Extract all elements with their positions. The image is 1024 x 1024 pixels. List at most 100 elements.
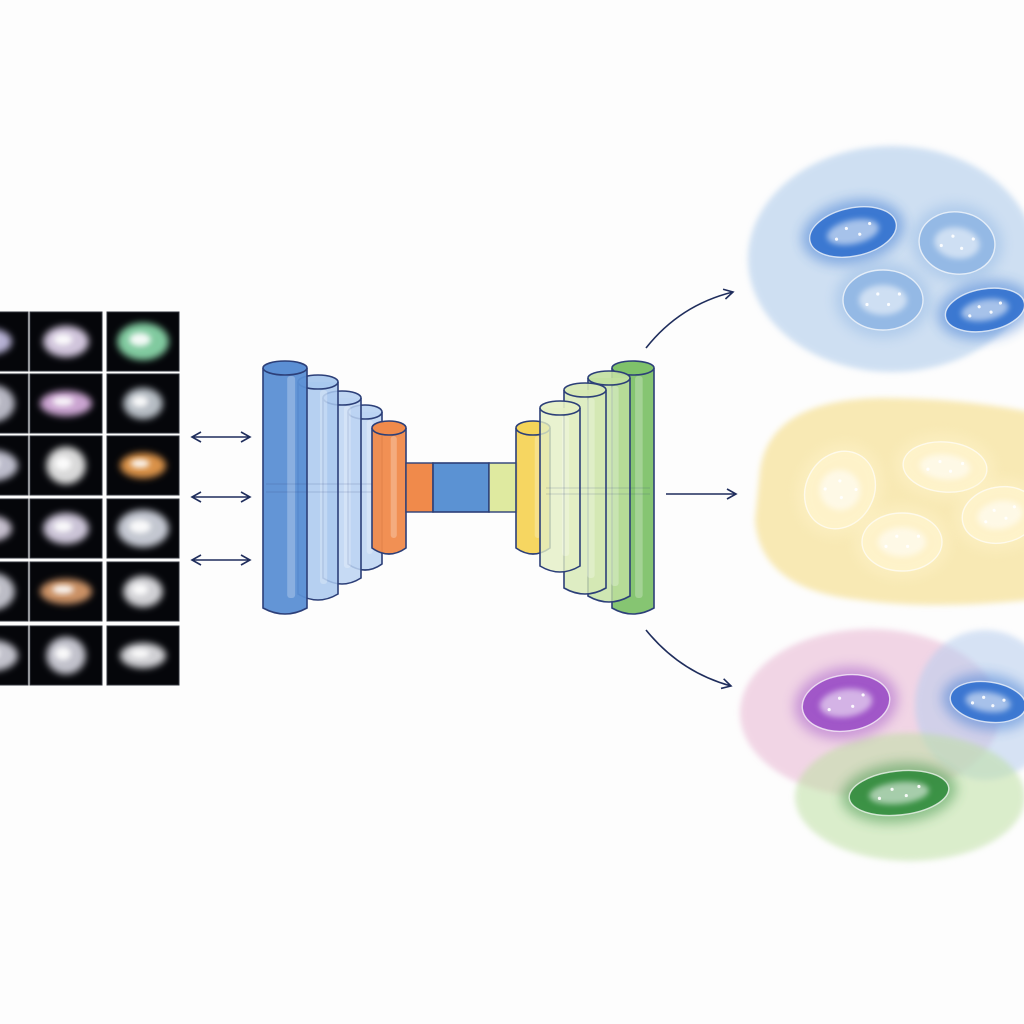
cluster-blue	[748, 146, 1024, 372]
image-tile	[29, 311, 103, 372]
cluster-yellow	[755, 398, 1024, 605]
cell-nucleus	[961, 298, 1009, 322]
cylinder-shine	[343, 406, 351, 568]
cell-nucleus	[859, 285, 907, 315]
cylinder-shine	[562, 416, 570, 556]
output-clusters	[740, 146, 1024, 861]
cell-body	[0, 642, 16, 669]
image-tile	[0, 435, 29, 496]
cylinder-shine	[635, 376, 643, 598]
cell-speck	[876, 292, 880, 296]
cell-highlight	[52, 585, 74, 594]
cell-nucleus	[919, 454, 971, 480]
cell-speck	[960, 461, 965, 466]
cell-speck	[989, 310, 993, 314]
cell-speck	[998, 301, 1003, 305]
cluster-cell	[801, 198, 905, 266]
cell-speck	[884, 544, 888, 548]
image-tile	[0, 498, 29, 559]
cell-speck	[834, 237, 839, 241]
cluster-cell	[911, 203, 1003, 283]
image-tile	[29, 435, 103, 496]
cell-speck	[982, 695, 986, 699]
input-image-grid	[0, 311, 180, 686]
arrow-to-mixed-cluster	[645, 629, 733, 690]
cell-speck	[895, 534, 899, 538]
cell-highlight	[130, 459, 150, 468]
cylinder-top	[262, 360, 308, 376]
cell-speck	[951, 234, 955, 238]
cell-highlight	[53, 333, 73, 346]
image-tile	[106, 435, 180, 496]
cell-nucleus	[965, 691, 1011, 713]
cell-speck	[970, 701, 975, 705]
cell-highlight	[54, 646, 72, 661]
cell-highlight	[129, 332, 151, 347]
cell-speck	[854, 487, 858, 492]
cell-speck	[926, 467, 930, 471]
cluster-cell	[841, 762, 957, 824]
cylinder-shine	[611, 386, 619, 586]
encoder	[262, 360, 383, 615]
cell-speck	[938, 459, 942, 464]
decoder	[539, 360, 655, 615]
cell-body	[0, 518, 10, 539]
cell-speck	[897, 292, 902, 296]
cell-speck	[948, 469, 953, 473]
cell-speck	[877, 796, 882, 800]
image-tile	[0, 373, 29, 434]
cylinder-body	[371, 428, 407, 555]
image-tile	[29, 498, 103, 559]
cell-speck	[868, 221, 872, 226]
latent-code	[432, 462, 490, 513]
input-arrows	[190, 431, 252, 566]
cell-highlight	[52, 397, 74, 406]
cell-nucleus	[934, 227, 980, 259]
cell-speck	[827, 708, 831, 712]
encoder-layer	[262, 360, 308, 615]
cell-speck	[1002, 698, 1006, 702]
image-tile	[106, 311, 180, 372]
bottleneck-link-left	[405, 462, 434, 513]
cluster-cell	[794, 666, 898, 740]
cylinder-shine	[287, 376, 296, 598]
cell-speck	[839, 495, 843, 500]
cluster-cell	[796, 443, 884, 537]
cell-speck	[858, 232, 862, 236]
image-tile	[106, 625, 180, 686]
cell-nucleus	[819, 469, 861, 511]
cell-speck	[992, 508, 996, 512]
cluster-cell	[954, 478, 1024, 552]
image-tile	[29, 373, 103, 434]
image-tile	[106, 498, 180, 559]
cell-speck	[991, 704, 995, 708]
cell-speck	[1012, 505, 1016, 509]
cell-speck	[971, 237, 975, 241]
image-tile	[106, 561, 180, 622]
cluster-cell	[854, 505, 950, 579]
cell-speck	[1004, 516, 1008, 520]
cylinder-top	[587, 370, 631, 386]
image-tile	[29, 561, 103, 622]
output-arrows	[645, 288, 738, 690]
cell-speck	[865, 302, 869, 307]
cell-speck	[977, 305, 981, 309]
image-tile	[0, 625, 29, 686]
cell-speck	[838, 479, 842, 483]
cell-speck	[906, 544, 910, 548]
cell-speck	[916, 534, 921, 538]
cell-speck	[960, 246, 964, 250]
cell-highlight	[131, 583, 149, 596]
cylinder-body	[539, 408, 581, 573]
cell-speck	[887, 302, 891, 307]
cylinder-top	[539, 400, 581, 416]
image-tile	[106, 373, 180, 434]
cell-body	[0, 331, 10, 352]
cell-nucleus	[827, 219, 879, 245]
cell-speck	[984, 520, 988, 524]
cell-speck	[890, 787, 894, 791]
arrow-to-blue-cluster	[645, 288, 735, 349]
cell-highlight	[130, 649, 150, 658]
cell-body	[0, 452, 16, 479]
